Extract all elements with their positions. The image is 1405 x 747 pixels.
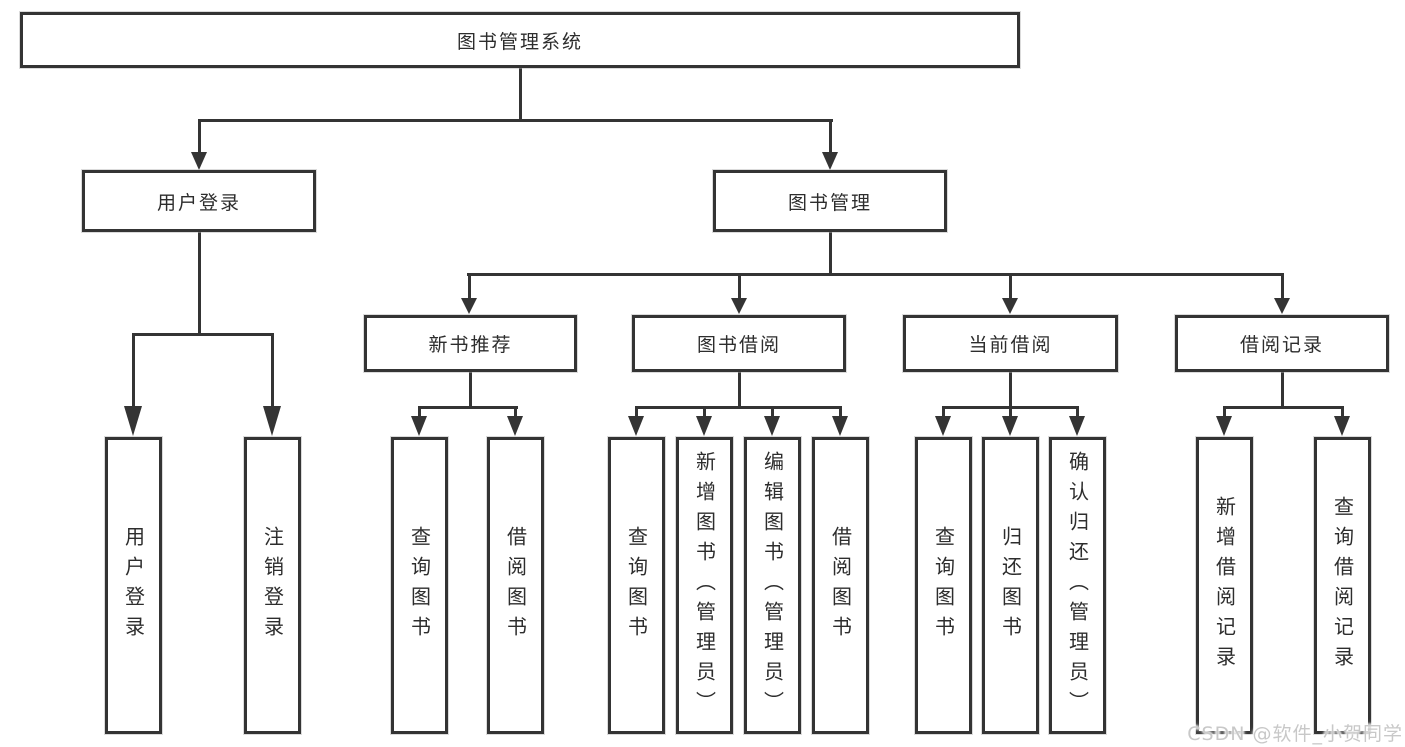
connector-line (198, 119, 201, 154)
leaf-label: 借阅图书 (828, 525, 853, 646)
arrowhead-down-icon (731, 298, 747, 314)
connector-line (1223, 406, 1226, 418)
arrowhead-down-icon (411, 416, 427, 436)
connector-line (198, 232, 201, 335)
node-root: 图书管理系统 (20, 12, 1020, 68)
csdn-watermark: CSDN @软件_小贺同学 (1187, 723, 1403, 745)
connector-line (1341, 406, 1344, 418)
node-new-book-recommend: 新书推荐 (364, 315, 577, 372)
leaf-label: 归还图书 (998, 525, 1023, 646)
arrowhead-down-icon (1334, 416, 1350, 436)
node-borrow-record: 借阅记录 (1175, 315, 1389, 372)
connector-line (738, 273, 741, 300)
connector-line (1009, 273, 1012, 300)
arrowhead-down-icon (822, 152, 838, 170)
arrowhead-down-icon (1002, 416, 1018, 436)
arrowhead-down-icon (1216, 416, 1232, 436)
arrowhead-down-icon (191, 152, 207, 170)
connector-line (132, 333, 274, 336)
leaf-query-book-2: 查询图书 (608, 437, 665, 734)
leaf-query-book-3: 查询图书 (915, 437, 972, 734)
connector-line (1281, 273, 1284, 300)
connector-line (418, 406, 518, 409)
arrowhead-down-icon (696, 416, 712, 436)
connector-line (271, 333, 274, 408)
connector-line (635, 406, 842, 409)
connector-line (1281, 372, 1284, 408)
arrowhead-down-icon (1002, 298, 1018, 314)
leaf-label: 确认归还（管理员） (1065, 450, 1090, 721)
leaf-label: 编辑图书（管理员） (760, 450, 785, 721)
leaf-label: 注销登录 (260, 525, 285, 646)
leaf-add-borrow-record: 新增借阅记录 (1196, 437, 1253, 734)
leaf-borrow-book-2: 借阅图书 (812, 437, 869, 734)
connector-line (1009, 406, 1012, 418)
connector-line (519, 68, 522, 120)
connector-line (771, 406, 774, 418)
connector-line (1009, 372, 1012, 408)
leaf-label: 借阅图书 (503, 525, 528, 646)
connector-line (635, 406, 638, 418)
leaf-label: 新增借阅记录 (1212, 495, 1237, 676)
leaf-query-book-1: 查询图书 (391, 437, 448, 734)
connector-line (514, 406, 517, 418)
arrowhead-down-icon (507, 416, 523, 436)
connector-line (1223, 406, 1344, 409)
leaf-label: 查询借阅记录 (1330, 495, 1355, 676)
leaf-user-login: 用户登录 (105, 437, 162, 734)
connector-line (469, 372, 472, 408)
connector-line (942, 406, 945, 418)
connector-line (839, 406, 842, 418)
connector-line (829, 119, 832, 154)
leaf-add-book-admin: 新增图书（管理员） (676, 437, 733, 734)
arrowhead-down-icon (764, 416, 780, 436)
leaf-label: 新增图书（管理员） (692, 450, 717, 721)
connector-line (738, 372, 741, 408)
connector-line (418, 406, 421, 418)
leaf-borrow-book-1: 借阅图书 (487, 437, 544, 734)
arrowhead-down-icon (263, 406, 281, 436)
arrowhead-down-icon (1274, 298, 1290, 314)
node-book-borrow: 图书借阅 (632, 315, 846, 372)
arrowhead-down-icon (935, 416, 951, 436)
leaf-edit-book-admin: 编辑图书（管理员） (744, 437, 801, 734)
leaf-label: 查询图书 (407, 525, 432, 646)
leaf-logout: 注销登录 (244, 437, 301, 734)
arrowhead-down-icon (1069, 416, 1085, 436)
leaf-label: 用户登录 (121, 525, 146, 646)
connector-line (829, 232, 832, 274)
arrowhead-down-icon (628, 416, 644, 436)
connector-line (1076, 406, 1079, 418)
arrowhead-down-icon (124, 406, 142, 436)
arrowhead-down-icon (461, 298, 477, 314)
leaf-return-book: 归还图书 (982, 437, 1039, 734)
connector-line (198, 119, 833, 122)
leaf-label: 查询图书 (624, 525, 649, 646)
node-book-management: 图书管理 (713, 170, 947, 232)
leaf-label: 查询图书 (931, 525, 956, 646)
connector-line (132, 333, 135, 408)
leaf-query-borrow-record: 查询借阅记录 (1314, 437, 1371, 734)
leaf-confirm-return-admin: 确认归还（管理员） (1049, 437, 1106, 734)
connector-line (468, 273, 471, 300)
node-current-borrow: 当前借阅 (903, 315, 1118, 372)
connector-line (703, 406, 706, 418)
node-user-login: 用户登录 (82, 170, 316, 232)
arrowhead-down-icon (832, 416, 848, 436)
connector-line (467, 273, 1284, 276)
